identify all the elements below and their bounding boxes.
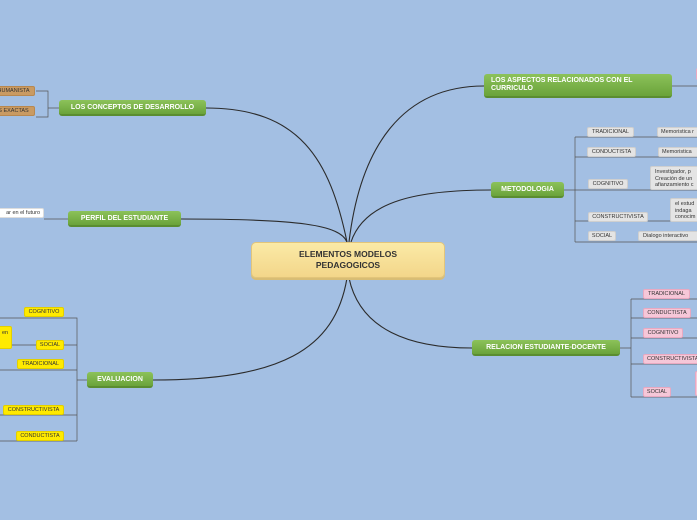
evaluacion-child-constructivista[interactable]: CONSTRUCTIVISTA <box>3 405 64 415</box>
branch-relacion[interactable]: RELACION ESTUDIANTE-DOCENTE <box>472 340 620 356</box>
branch-evaluacion[interactable]: EVALUACION <box>87 372 153 388</box>
connector-evaluacion <box>152 277 348 381</box>
relacion-child-tradicional[interactable]: TRADICIONAL <box>643 289 690 299</box>
perfil-child-futuro[interactable]: ar en el futuro <box>0 208 44 218</box>
metodologia-detail-constructivista[interactable]: el estud indaga conocim <box>670 198 697 222</box>
relacion-child-conductista[interactable]: CONDUCTISTA <box>643 308 691 318</box>
central-topic[interactable]: ELEMENTOS MODELOS PEDAGOGICOS <box>251 242 445 278</box>
metodologia-detail-conductista[interactable]: Memoristica <box>658 147 697 157</box>
metodologia-child-social[interactable]: SOCIAL <box>588 231 616 241</box>
metodologia-child-tradicional[interactable]: TRADICIONAL <box>587 127 634 137</box>
connector-conceptos <box>205 107 348 243</box>
conceptos-child-humanista[interactable]: HUMANISTA <box>0 86 35 96</box>
connector-metodologia <box>350 189 492 243</box>
relacion-child-constructivista[interactable]: CONSTRUCTIVISTA <box>643 354 697 364</box>
relacion-child-social[interactable]: SOCIAL <box>643 387 671 397</box>
metodologia-child-cognitivo[interactable]: COGNITIVO <box>588 179 628 189</box>
bracket-evaluacion <box>0 317 87 442</box>
evaluacion-child-cognitivo[interactable]: COGNITIVO <box>24 307 64 317</box>
conceptos-child-exactas[interactable]: S EXACTAS <box>0 106 35 116</box>
bracket-conceptos <box>36 90 59 118</box>
evaluacion-child-conductista[interactable]: CONDUCTISTA <box>16 431 64 441</box>
relacion-detail-box[interactable] <box>695 371 697 396</box>
connector-perfil <box>180 218 348 243</box>
evaluacion-child-partial[interactable]: en <box>0 326 12 349</box>
metodologia-child-constructivista[interactable]: CONSTRUCTIVISTA <box>588 212 648 222</box>
relacion-child-cognitivo[interactable]: COGNITIVO <box>643 328 683 338</box>
metodologia-detail-cognitivo[interactable]: Investigador, p Creación de un afianzami… <box>650 166 697 190</box>
bracket-metodologia <box>564 136 697 243</box>
bracket-relacion <box>620 298 697 398</box>
branch-conceptos[interactable]: LOS CONCEPTOS DE DESARROLLO <box>59 100 206 116</box>
branch-perfil[interactable]: PERFIL DEL ESTUDIANTE <box>68 211 181 227</box>
evaluacion-child-social[interactable]: SOCIAL <box>36 340 64 350</box>
metodologia-detail-tradicional[interactable]: Memoristica r <box>657 127 697 137</box>
evaluacion-child-tradicional[interactable]: TRADICIONAL <box>17 359 64 369</box>
branch-metodologia[interactable]: METODOLOGIA <box>491 182 564 198</box>
branch-curriculo[interactable]: LOS ASPECTOS RELACIONADOS CON EL CURRICU… <box>484 74 672 98</box>
metodologia-detail-social[interactable]: Dialogo interactivo <box>638 231 697 241</box>
metodologia-child-conductista[interactable]: CONDUCTISTA <box>587 147 636 157</box>
connector-relacion <box>348 277 473 349</box>
connector-curriculo <box>348 85 485 243</box>
